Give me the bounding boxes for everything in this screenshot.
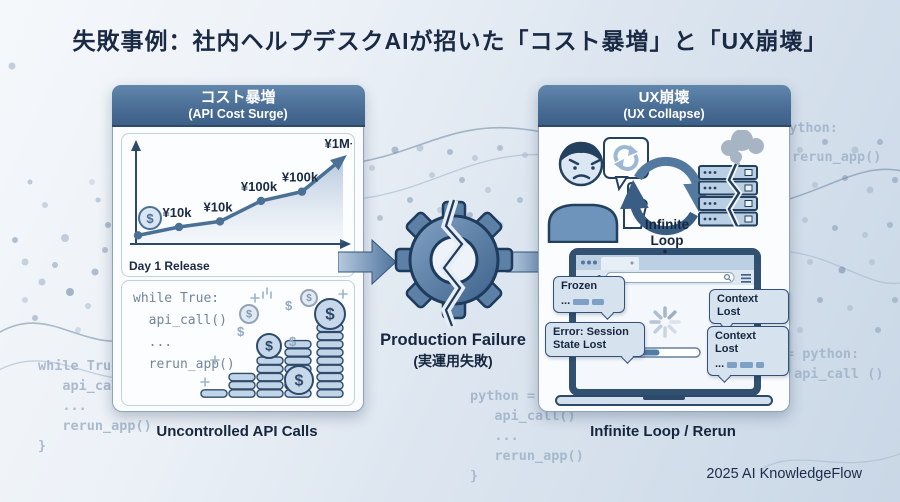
context-lost-text-2: Context Lost xyxy=(715,330,756,355)
frozen-bubble: Frozen ... xyxy=(553,276,625,313)
server-crack-icon xyxy=(727,163,741,227)
svg-text:¥100k: ¥100k xyxy=(282,170,319,185)
menu-icon xyxy=(741,274,751,283)
svg-text:$: $ xyxy=(295,372,304,389)
production-failure-label: Production Failure xyxy=(380,331,526,349)
svg-text:$: $ xyxy=(285,298,293,313)
bg-code-snippet: python: xyxy=(781,120,838,136)
url-field xyxy=(605,272,735,283)
webcam-icon xyxy=(663,249,667,254)
broken-gear-icon xyxy=(394,198,514,328)
infinite-loop-label: Infinite Loop xyxy=(644,217,690,248)
svg-text:$: $ xyxy=(325,305,335,324)
bg-code-snippet: python = api_call() ... rerun_app() } xyxy=(470,388,584,484)
ux-top-illustration xyxy=(547,130,764,243)
angry-user-icon xyxy=(547,141,619,243)
ux-collapse-panel-header: UX崩壊 (UX Collapse) xyxy=(537,84,791,127)
placeholder-bar xyxy=(727,361,738,368)
cost-series: ¥10k ¥10k ¥100k ¥100k ¥1M+ xyxy=(133,136,358,243)
coin-icon xyxy=(138,206,162,230)
scatter-dots xyxy=(8,62,898,333)
context-lost-text: Context Lost xyxy=(717,293,758,318)
ux-collapse-title-en: (UX Collapse) xyxy=(623,106,705,121)
placeholder-bar xyxy=(740,361,754,368)
wave-line xyxy=(759,453,900,471)
right-caption: Infinite Loop / Rerun xyxy=(590,423,736,440)
ellipsis-text: ... xyxy=(561,295,571,307)
svg-text:$: $ xyxy=(237,324,245,339)
window-dot-icon xyxy=(593,260,597,265)
bg-code-snippet: rerun_app() xyxy=(792,149,882,165)
ux-collapse-title-jp: UX崩壊 xyxy=(638,88,690,106)
loading-spinner-icon xyxy=(649,306,681,338)
refresh-icon xyxy=(613,145,639,171)
coin-stacks-illustration: $$$$$$$$ xyxy=(200,287,348,398)
svg-text:¥1M+: ¥1M+ xyxy=(325,136,352,151)
placeholder-bar xyxy=(756,361,765,368)
svg-text:¥100k: ¥100k xyxy=(241,179,278,194)
browser-tab xyxy=(601,257,639,270)
cost-surge-title-en: (API Cost Surge) xyxy=(188,106,288,121)
arrow-shape xyxy=(338,238,397,286)
page-title: 失敗事例：社内ヘルプデスクAIが招いた「コスト暴増」と「UX崩壊」 xyxy=(72,28,828,54)
window-dot-icon xyxy=(587,260,591,265)
dollar-icon: $ xyxy=(146,211,154,226)
frozen-bubble-text: Frozen xyxy=(561,280,598,292)
infinite-loop-icon xyxy=(620,156,712,236)
tab-dot-icon xyxy=(630,261,634,265)
refresh-bubble xyxy=(603,137,649,192)
svg-text:¥10k: ¥10k xyxy=(163,205,193,220)
left-caption: Uncontrolled API Calls xyxy=(156,423,318,440)
session-error-text: Error: Session State Lost xyxy=(553,326,629,351)
ux-collapse-panel: UX崩壊 (UX Collapse) xyxy=(537,84,791,412)
ellipsis-text: ... xyxy=(715,358,725,370)
cost-surge-title-jp: コスト暴増 xyxy=(200,88,276,106)
bg-code-snippet: = python: api_call () xyxy=(786,346,884,382)
session-error-bubble: Error: Session State Lost xyxy=(545,322,645,357)
laptop-base-notch xyxy=(643,396,685,400)
text-placeholder-bars: ... xyxy=(715,358,781,371)
context-lost-bubble-2: Context Lost ... xyxy=(707,326,789,376)
placeholder-bar xyxy=(573,298,590,305)
gear-crack-icon xyxy=(442,199,464,327)
text-placeholder-bars: ... xyxy=(561,295,617,308)
svg-text:$: $ xyxy=(246,308,252,320)
svg-text:¥10k: ¥10k xyxy=(204,199,234,214)
svg-text:$: $ xyxy=(265,338,273,354)
loop-code-snippet: while True: api_call() ... rerun_app() xyxy=(133,291,235,372)
placeholder-bar xyxy=(592,298,605,305)
cost-chart-card: ¥10k ¥10k ¥100k ¥100k ¥1M+ $ Day 1 Release xyxy=(121,133,358,277)
magnifier-icon xyxy=(724,274,732,282)
svg-text:$: $ xyxy=(306,293,312,304)
cost-surge-panel: コスト暴増 (API Cost Surge) ¥10k ¥10k ¥100k ¥100… xyxy=(111,84,365,412)
cost-surge-panel-header: コスト暴増 (API Cost Surge) xyxy=(111,84,365,127)
credit-text: 2025 AI KnowledgeFlow xyxy=(706,466,862,482)
flow-arrow-left xyxy=(338,238,397,286)
sparkle-icons xyxy=(200,287,348,387)
y-axis-arrow-icon xyxy=(131,140,141,151)
server-smoke-icon xyxy=(721,130,764,166)
context-lost-bubble: Context Lost xyxy=(709,289,789,324)
chart-x-label: Day 1 Release xyxy=(129,259,210,273)
svg-text:$: $ xyxy=(289,334,297,349)
window-dot-icon xyxy=(581,260,585,265)
code-coins-card: while True: api_call() ... rerun_app() $… xyxy=(121,280,355,406)
cost-line-chart: ¥10k ¥10k ¥100k ¥100k ¥1M+ $ xyxy=(130,136,358,249)
production-failure-sublabel: (実運用失敗) xyxy=(413,353,493,369)
dollar-coins: $$$$$$$$ xyxy=(237,289,346,395)
